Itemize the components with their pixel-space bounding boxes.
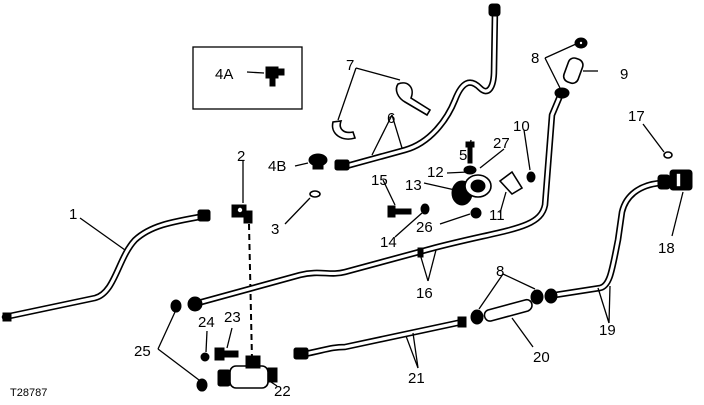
tube-19[interactable] bbox=[544, 179, 664, 304]
callout-11: 11 bbox=[489, 207, 505, 224]
clamp-assembly-12-13-27[interactable] bbox=[451, 165, 492, 206]
leader-lines bbox=[79, 43, 684, 387]
fittings-8-upper[interactable] bbox=[554, 37, 588, 99]
fittings-8-lower[interactable] bbox=[470, 289, 544, 325]
callout-3: 3 bbox=[271, 221, 279, 238]
washer-3[interactable] bbox=[309, 190, 321, 198]
fitting-4a[interactable] bbox=[265, 66, 285, 87]
hose-9[interactable] bbox=[562, 56, 585, 85]
callout-9: 9 bbox=[620, 66, 628, 83]
alignment-line bbox=[248, 223, 253, 361]
hose-20[interactable] bbox=[483, 298, 533, 322]
callout-5: 5 bbox=[459, 147, 467, 164]
figure-id: T28787 bbox=[10, 387, 47, 399]
o-ring-17[interactable] bbox=[663, 151, 673, 159]
callout-7: 7 bbox=[346, 57, 354, 74]
callout-4a: 4A bbox=[215, 66, 233, 83]
grommet-10[interactable] bbox=[526, 171, 536, 183]
bolt-23[interactable] bbox=[214, 347, 239, 361]
callout-6: 6 bbox=[387, 110, 395, 127]
washer-14[interactable] bbox=[420, 203, 430, 215]
bolt-15[interactable] bbox=[387, 205, 412, 218]
tube-1[interactable] bbox=[1, 209, 211, 322]
callout-1: 1 bbox=[69, 206, 77, 223]
callout-27: 27 bbox=[493, 135, 510, 152]
callout-13: 13 bbox=[405, 177, 422, 194]
callout-8b: 8 bbox=[496, 263, 504, 280]
callout-20: 20 bbox=[533, 349, 550, 366]
tube-16[interactable] bbox=[187, 92, 564, 312]
callout-15: 15 bbox=[371, 172, 388, 189]
callout-8a: 8 bbox=[531, 50, 539, 67]
callout-21: 21 bbox=[408, 370, 425, 387]
tube-6[interactable] bbox=[334, 3, 501, 171]
callout-2: 2 bbox=[237, 148, 245, 165]
callout-19: 19 bbox=[599, 322, 616, 339]
tube-21[interactable] bbox=[293, 316, 467, 360]
callout-16: 16 bbox=[416, 285, 433, 302]
callout-23: 23 bbox=[224, 309, 241, 326]
callout-25: 25 bbox=[134, 343, 151, 360]
callout-24: 24 bbox=[198, 314, 215, 331]
callout-labels: 1 2 3 4A 4B 5 6 7 8 8 9 10 11 12 13 14 1… bbox=[10, 50, 675, 400]
bracket-11[interactable] bbox=[498, 170, 524, 196]
callout-17: 17 bbox=[628, 108, 645, 125]
elbow-fitting-2[interactable] bbox=[231, 204, 253, 224]
clamp-7[interactable] bbox=[331, 82, 432, 140]
washer-25[interactable] bbox=[170, 299, 208, 392]
valve-22[interactable] bbox=[217, 355, 278, 389]
callout-18: 18 bbox=[658, 240, 675, 257]
callout-26: 26 bbox=[416, 219, 433, 236]
callout-4b: 4B bbox=[268, 158, 286, 175]
callout-14: 14 bbox=[380, 234, 397, 251]
callout-22: 22 bbox=[274, 383, 291, 400]
cap-4b[interactable] bbox=[308, 153, 328, 170]
callout-10: 10 bbox=[513, 118, 530, 135]
washer-24[interactable] bbox=[200, 352, 210, 362]
nut-26[interactable] bbox=[470, 207, 482, 219]
inset-box-4a bbox=[192, 46, 303, 110]
connector-18[interactable] bbox=[657, 169, 693, 191]
callout-12: 12 bbox=[427, 164, 444, 181]
